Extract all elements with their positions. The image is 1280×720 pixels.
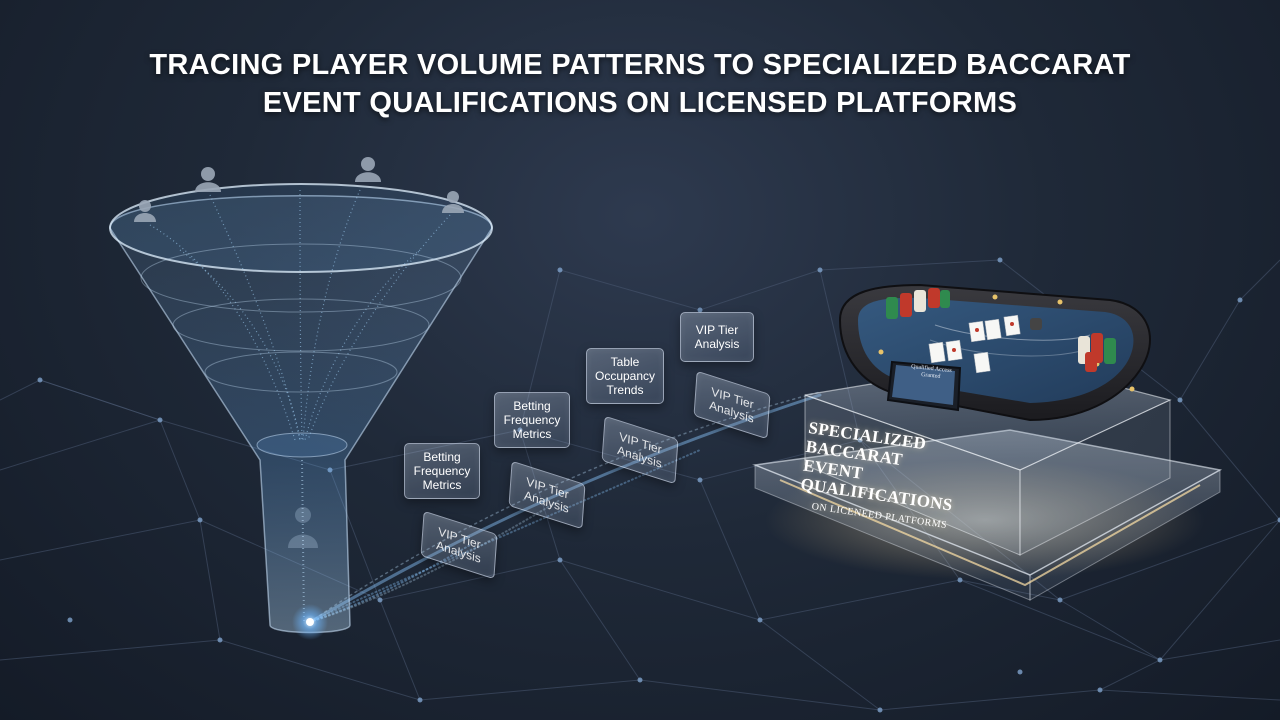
user-icon bbox=[442, 191, 464, 213]
table-monitor bbox=[886, 360, 962, 412]
page-title: TRACING PLAYER VOLUME PATTERNS TO SPECIA… bbox=[0, 46, 1280, 122]
card-betting-frequency-metrics: Betting Frequency Metrics bbox=[404, 443, 480, 499]
card-table-occupancy-trends: Table Occupancy Trends bbox=[586, 348, 664, 404]
user-icon bbox=[134, 200, 156, 222]
user-icon bbox=[195, 167, 221, 192]
funnel-person-icon bbox=[288, 507, 318, 548]
baccarat-table bbox=[838, 283, 1151, 422]
platform-base bbox=[752, 359, 1223, 601]
funnel bbox=[109, 183, 493, 640]
card-betting-frequency-metrics: Betting Frequency Metrics bbox=[494, 392, 570, 448]
title-line-1: TRACING PLAYER VOLUME PATTERNS TO SPECIA… bbox=[149, 49, 1131, 81]
card-vip-tier-analysis: VIP Tier Analysis bbox=[680, 312, 754, 362]
chip-stacks bbox=[886, 288, 1116, 372]
user-icons bbox=[134, 157, 464, 222]
user-icon bbox=[355, 157, 381, 182]
playing-cards bbox=[928, 314, 1021, 374]
title-line-2: EVENT QUALIFICATIONS ON LICENSED PLATFOR… bbox=[262, 87, 1018, 119]
